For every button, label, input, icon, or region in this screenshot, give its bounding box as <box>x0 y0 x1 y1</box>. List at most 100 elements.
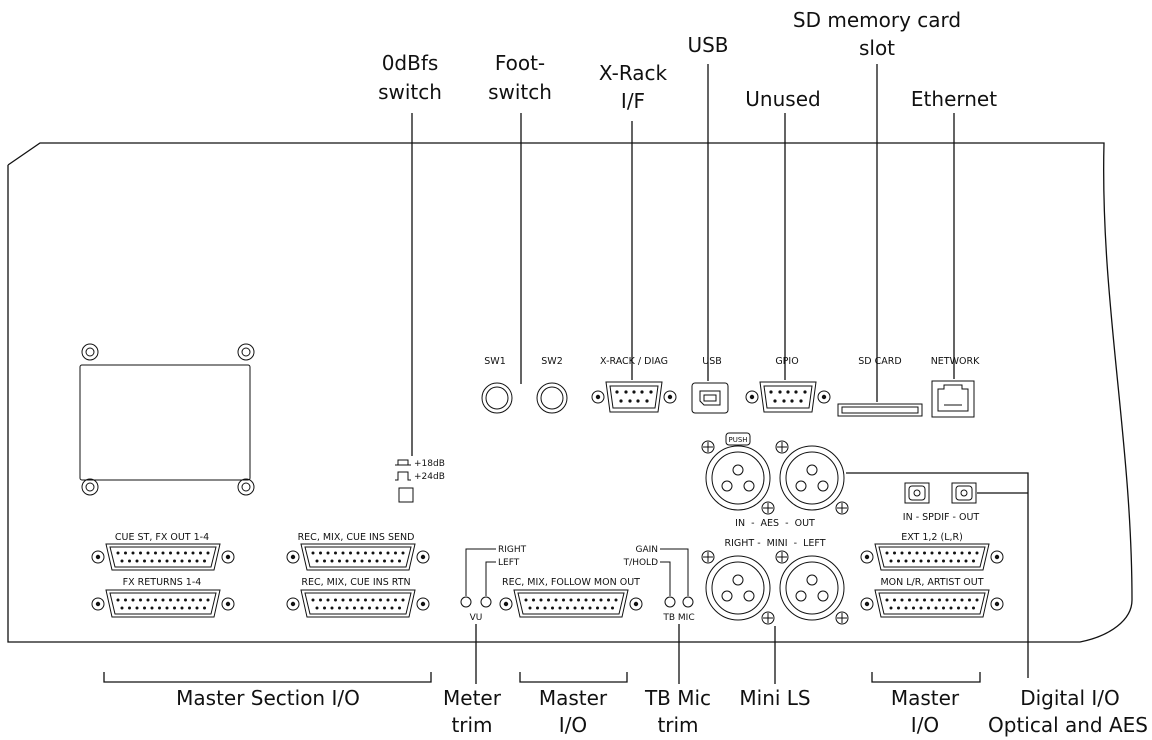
connector-pin <box>131 551 135 555</box>
sw1-jack[interactable] <box>481 382 513 414</box>
connector-pin <box>893 551 896 555</box>
connector-pin <box>334 598 337 602</box>
connector-pin <box>323 606 326 610</box>
sd-callout-2: slot <box>859 36 895 60</box>
connector-pin <box>964 606 968 610</box>
connector-pin <box>539 598 543 602</box>
rec-send-connector[interactable]: REC, MIX, CUE INS SEND <box>286 532 430 571</box>
connector-pin <box>569 598 573 602</box>
connector-pin <box>158 559 161 563</box>
thold-trim[interactable] <box>664 596 676 608</box>
master-io-left-callout-2: I/O <box>559 713 587 737</box>
connector-pin <box>927 606 930 610</box>
connector-pin <box>904 606 908 610</box>
connector-pin <box>150 606 154 610</box>
connector-pin <box>942 606 945 610</box>
network-port[interactable] <box>931 380 975 418</box>
meter-trim-callout-1: Meter <box>443 686 502 710</box>
sd-card-slot[interactable] <box>837 403 923 417</box>
pin-row <box>116 551 210 555</box>
right-meter-trim[interactable] <box>460 596 472 608</box>
xrack-diag-label: X-RACK / DIAG <box>600 356 668 367</box>
connector-pin <box>135 559 139 563</box>
connector-pin <box>176 598 180 602</box>
master-io-right-callout-1: Master <box>891 686 960 710</box>
connector-pin <box>938 551 941 555</box>
spdif-in-connector[interactable] <box>904 482 930 504</box>
left-meter-trim[interactable] <box>480 596 492 608</box>
connector-pin <box>599 598 603 602</box>
aes-in-connector[interactable]: PUSH <box>701 432 775 515</box>
connector-pin <box>124 551 127 555</box>
tb-mic-trim-group: GAIN T/HOLD TB MIC <box>623 545 695 623</box>
pin-row <box>885 598 979 602</box>
xrack-connector[interactable] <box>591 381 677 413</box>
gain-trim[interactable] <box>682 596 694 608</box>
connector-pin <box>158 606 161 610</box>
connector-pin <box>972 559 975 563</box>
connector-pin <box>912 559 915 563</box>
cue-st-connector[interactable]: CUE ST, FX OUT 1-4 <box>91 532 235 571</box>
connector-pin <box>390 559 394 563</box>
connector-pin <box>528 606 532 610</box>
gain-label: GAIN <box>635 545 658 555</box>
connector-pin <box>360 559 364 563</box>
connector-pin <box>191 551 195 555</box>
connector-pin <box>364 598 367 602</box>
connector-pin <box>566 606 569 610</box>
connector-pin <box>173 606 176 610</box>
connector-pin <box>927 559 930 563</box>
connector-pin <box>353 606 356 610</box>
master-section-io-callout: Master Section I/O <box>176 686 360 710</box>
rec-rtn-label: REC, MIX, CUE INS RTN <box>301 577 410 588</box>
pin-row <box>315 606 401 610</box>
connector-pin <box>165 559 169 563</box>
connector-pin <box>330 606 334 610</box>
connector-pin <box>398 606 401 610</box>
odbfs-callout-2: switch <box>378 80 442 104</box>
footswitch-callout-2: switch <box>488 80 552 104</box>
usb-port[interactable] <box>691 382 729 414</box>
connector-pin <box>379 551 382 555</box>
connector-pin <box>923 551 926 555</box>
meter-trim-group: RIGHT LEFT VU <box>460 545 527 623</box>
aes-out-connector[interactable] <box>775 440 849 515</box>
connector-pin <box>972 606 975 610</box>
follow-mon-connector[interactable]: REC, MIX, FOLLOW MON OUT <box>499 577 643 618</box>
right-trim-label: RIGHT <box>498 545 527 555</box>
connector-pin <box>401 551 405 555</box>
odbfs-switch[interactable]: +18dB +24dB <box>395 459 445 503</box>
connector-pin <box>960 598 964 602</box>
push-label: PUSH <box>728 436 747 444</box>
connector-pin <box>120 606 124 610</box>
mon-connector[interactable]: MON L/R, ARTIST OUT <box>860 577 1004 618</box>
tb-mic-trim-callout-2: trim <box>657 713 698 737</box>
fx-returns-connector[interactable]: FX RETURNS 1-4 <box>91 577 235 618</box>
pin-row <box>524 598 618 602</box>
mini-left-connector[interactable] <box>775 550 849 625</box>
thold-label: T/HOLD <box>623 558 658 568</box>
connector-pin <box>341 551 345 555</box>
gpio-connector[interactable] <box>745 381 831 413</box>
connector-pin <box>577 598 580 602</box>
connector-pin <box>326 598 330 602</box>
connector-pin <box>311 598 315 602</box>
ext-connector[interactable]: EXT 1,2 (L,R) <box>860 532 1004 571</box>
connector-pin <box>562 598 565 602</box>
pin-row <box>885 551 979 555</box>
connector-pin <box>912 606 915 610</box>
mon-label: MON L/R, ARTIST OUT <box>880 577 983 588</box>
spdif-out-connector[interactable] <box>951 482 977 504</box>
mini-right-connector[interactable] <box>701 550 775 625</box>
connector-pin <box>191 598 195 602</box>
digital-io-callout-1: Digital I/O <box>1020 686 1120 710</box>
connector-pin <box>375 606 379 610</box>
connector-pin <box>188 606 191 610</box>
connector-pin <box>596 606 599 610</box>
connector-pin <box>173 559 176 563</box>
pin-row <box>120 559 206 563</box>
sw2-jack[interactable] <box>536 382 568 414</box>
connector-pin <box>371 551 375 555</box>
connector-pin <box>368 559 371 563</box>
rec-rtn-connector[interactable]: REC, MIX, CUE INS RTN <box>286 577 430 618</box>
